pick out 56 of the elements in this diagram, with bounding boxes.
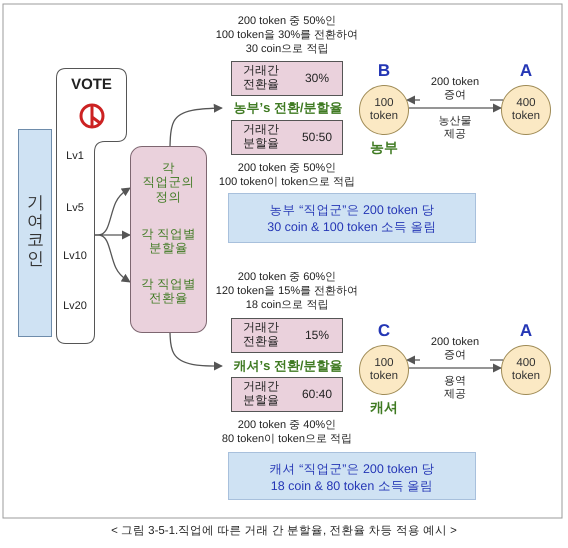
- summary-text: 캐셔 “직업군”은 200 token 당 18 coin & 80 token 소득 올림: [268, 461, 436, 495]
- job-rule-text: 각 직업군의 정의: [142, 161, 196, 204]
- participant-letter: C: [376, 321, 392, 341]
- job-definition-box: [130, 146, 207, 333]
- token-circle: [501, 345, 551, 395]
- level-label: Lv1: [65, 150, 85, 163]
- arrow: [408, 103, 502, 113]
- participant-letter: B: [376, 61, 392, 81]
- token-circle: [359, 345, 409, 395]
- edge-label: 200 token 증여: [420, 336, 490, 362]
- token-circle: [501, 85, 551, 135]
- calculation-note: 200 token 중 50%인 100 token을 30%를 전환하여 30 coin으로 적립: [214, 14, 360, 56]
- rate-value: 50:50: [300, 131, 334, 145]
- participant-letter: A: [518, 321, 534, 341]
- contribution-coin-bar: [18, 129, 52, 337]
- arrow: [169, 104, 223, 146]
- job-rule-text: 각 직업별 분할율: [140, 227, 198, 256]
- level-label: Lv5: [65, 202, 85, 215]
- summary-text: 농부 “직업군”은 200 token 당 30 coin & 100 token 소득 올림: [266, 202, 438, 236]
- rate-name: 거래간 전환율: [242, 64, 280, 92]
- income-summary-box: [228, 193, 476, 243]
- rate-heading: 캐셔’s 전환/분할율: [222, 357, 354, 375]
- token-circle: [359, 85, 409, 135]
- vertical-label: 기여코인: [27, 194, 44, 269]
- rate-name: 거래간 분할율: [242, 380, 280, 408]
- edge-label: 200 token 증여: [420, 76, 490, 102]
- level-label: Lv20: [62, 300, 88, 313]
- rate-heading: 농부’s 전환/분할율: [222, 99, 354, 117]
- job-name: 캐셔: [369, 399, 399, 416]
- vote-panel: [56, 68, 127, 344]
- rate-value: 30%: [304, 72, 330, 86]
- rate-box: [231, 377, 343, 412]
- rate-value: 60:40: [300, 388, 334, 402]
- rate-value: 15%: [304, 329, 330, 343]
- income-summary-box: [228, 452, 476, 500]
- token-amount: 400 token: [512, 96, 540, 124]
- participant-letter: A: [518, 61, 534, 81]
- rate-name: 거래간 전환율: [242, 321, 280, 349]
- rate-name: 거래간 분할율: [242, 123, 280, 151]
- job-name: 농부: [369, 139, 399, 156]
- token-amount: 100 token: [370, 96, 398, 124]
- vote-heading: VOTE: [70, 76, 113, 94]
- figure-caption: < 그림 3-5-1.직업에 따른 거래 간 분할율, 전환율 차등 적용 예시 >: [110, 525, 458, 538]
- level-label: Lv10: [62, 250, 88, 263]
- job-rule-text: 각 직업별 전환율: [140, 277, 198, 306]
- arrow: [408, 363, 502, 373]
- token-amount: 400 token: [512, 356, 540, 384]
- rate-box: [231, 61, 343, 96]
- rate-box: [231, 120, 343, 155]
- arrow: [169, 332, 223, 371]
- arrow: [95, 234, 131, 283]
- calculation-note: 200 token 중 50%인 100 token이 token으로 적립: [218, 161, 356, 190]
- calculation-note: 200 token 중 40%인 80 token이 token으로 적립: [220, 418, 354, 446]
- calculation-note: 200 token 중 60%인 120 token을 15%를 전환하여 18 coin으로 적립: [214, 270, 360, 312]
- rate-box: [231, 318, 343, 353]
- token-amount: 100 token: [370, 356, 398, 384]
